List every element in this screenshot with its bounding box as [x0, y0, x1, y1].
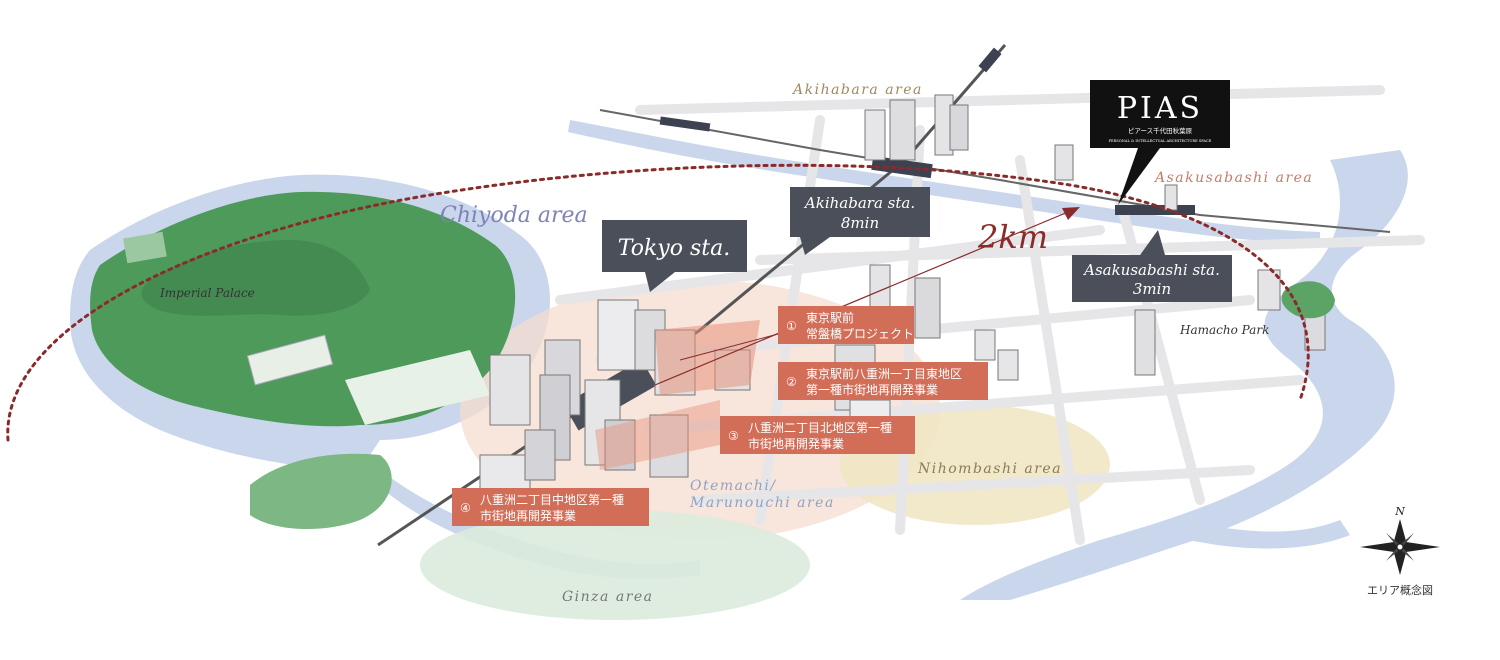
project-3-line1: 八重洲二丁目北地区第一種	[748, 421, 892, 435]
project-1-leader	[679, 333, 779, 361]
project-4-line1: 八重洲二丁目中地区第一種	[480, 492, 624, 507]
imperial-palace-label: Imperial Palace	[159, 286, 255, 300]
project-3: ③ 八重洲二丁目北地区第一種 市街地再開発事業	[720, 416, 915, 454]
project-2-number: ②	[786, 375, 797, 389]
project-4-number: ④	[460, 501, 471, 515]
river-branch	[1180, 520, 1350, 549]
project-1-line1: 東京駅前	[806, 310, 854, 325]
sumida-river	[960, 150, 1408, 600]
project-1: ① 東京駅前 常盤橋プロジェクト	[778, 306, 914, 344]
ginza-zone	[420, 510, 810, 620]
pias-logo-box: PIAS ピアース千代田秋葉原 PERSONAL & INTELLECTUAL …	[1090, 80, 1230, 205]
project-4-line2: 市街地再開発事業	[480, 508, 576, 523]
tokyo-station-name: Tokyo sta.	[618, 236, 730, 261]
compass-north-label: N	[1394, 505, 1405, 518]
project-2-line2: 第一種市街地再開発事業	[806, 382, 938, 397]
palace-forest-texture	[141, 240, 370, 316]
kanda-platform	[659, 116, 711, 132]
project-2: ② 東京駅前八重洲一丁目東地区 第一種市街地再開発事業	[778, 362, 988, 400]
asakusabashi-area-label: Asakusabashi area	[1153, 170, 1313, 186]
project-4: ④ 八重洲二丁目中地区第一種 市街地再開発事業	[452, 488, 649, 526]
pias-logo: PIAS	[1117, 91, 1203, 126]
asakusabashi-station-label: Asakusabashi sta. 3min	[1072, 230, 1232, 302]
pias-tagline: PERSONAL & INTELLECTUAL ARCHITECTURE SPA…	[1109, 139, 1212, 143]
hamacho-park-greenery	[1281, 281, 1335, 319]
radius-arrow	[654, 207, 1080, 386]
map-caption: エリア概念図	[1367, 583, 1433, 597]
south-garden	[250, 453, 392, 530]
palace-greenery	[90, 191, 516, 530]
project-3-line2: 市街地再開発事業	[748, 436, 844, 451]
asakusabashi-platform	[1115, 205, 1195, 215]
palace-building	[246, 334, 334, 386]
asakusabashi-station-name: Asakusabashi sta.	[1082, 261, 1220, 279]
akihabara-station-time: 8min	[841, 214, 879, 232]
project-3-number: ③	[728, 429, 739, 443]
akihabara-station-label: Akihabara sta. 8min	[790, 187, 930, 255]
radius-label: 2km	[977, 218, 1048, 256]
akihabara-station-name: Akihabara sta.	[803, 194, 915, 212]
chiyoda-area-label: Chiyoda area	[440, 203, 588, 228]
tokyo-station-label: Tokyo sta.	[602, 220, 747, 292]
project-1-number: ①	[786, 319, 797, 333]
palace-plaza	[345, 350, 490, 425]
akihabara-area-label: Akihabara area	[791, 82, 923, 98]
otemachi-area-label-line1: Otemachi/	[690, 478, 777, 494]
pias-subtitle: ピアース千代田秋葉原	[1128, 126, 1193, 135]
north-terminal	[978, 47, 1002, 73]
ginza-area-label: Ginza area	[562, 589, 654, 605]
north-garden	[123, 231, 167, 264]
project-1-line2: 常盤橋プロジェクト	[806, 327, 914, 341]
otemachi-area-label-line2: Marunouchi area	[689, 495, 835, 511]
asakusabashi-station-time: 3min	[1133, 280, 1171, 298]
nihombashi-area-label: Nihombashi area	[917, 461, 1062, 477]
compass: N エリア概念図	[1360, 505, 1440, 597]
compass-rose-icon	[1360, 519, 1440, 575]
hamacho-park-label: Hamacho Park	[1179, 323, 1269, 337]
radius-circle	[6, 163, 1310, 442]
project-2-line1: 東京駅前八重洲一丁目東地区	[806, 366, 962, 381]
sobu-line	[599, 109, 1391, 233]
